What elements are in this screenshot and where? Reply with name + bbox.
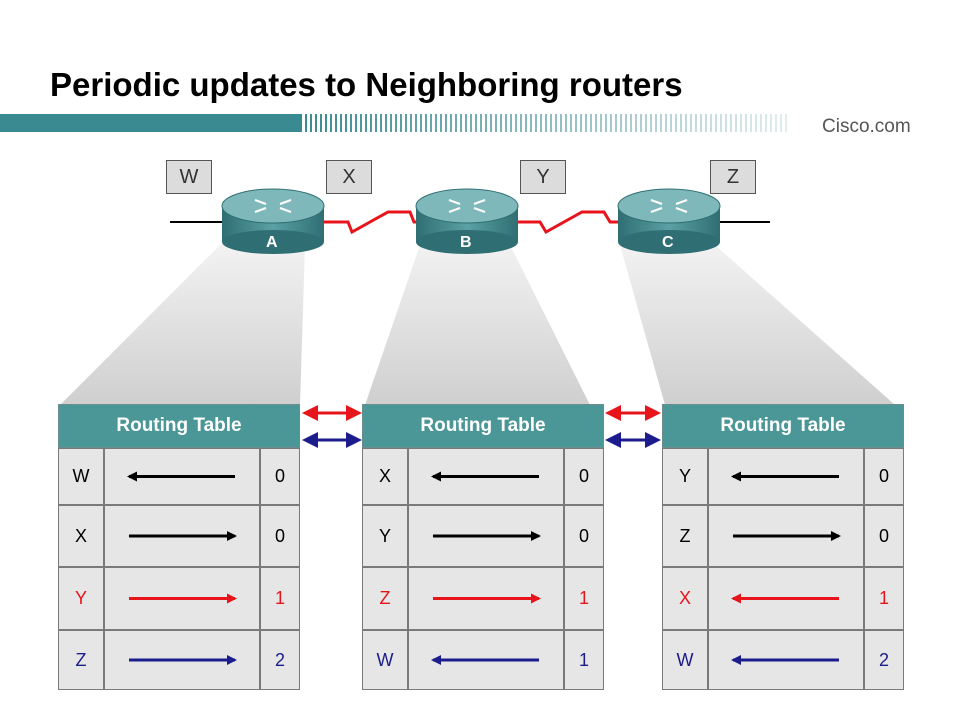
network-w-label: W — [166, 160, 212, 194]
route-hop-count: 0 — [260, 505, 300, 567]
route-network: X — [58, 505, 104, 567]
router-a-label: A — [266, 234, 278, 251]
router-a — [221, 188, 325, 254]
router-b — [415, 188, 519, 254]
route-network: Y — [662, 448, 708, 505]
route-network: W — [662, 630, 708, 690]
route-direction-cell — [408, 630, 564, 690]
route-network: Z — [662, 505, 708, 567]
routing-table-header-a: Routing Table — [58, 404, 300, 448]
brand-logo: Cisco.com — [822, 116, 911, 137]
route-direction-cell — [104, 630, 260, 690]
route-hop-count: 1 — [564, 630, 604, 690]
update-arrow-red-ab — [302, 405, 362, 421]
route-network: W — [58, 448, 104, 505]
route-network: Y — [58, 567, 104, 630]
route-network: X — [362, 448, 408, 505]
route-direction-cell — [104, 567, 260, 630]
beam-router-c — [620, 245, 895, 405]
route-network: Z — [58, 630, 104, 690]
route-hop-count: 2 — [260, 630, 300, 690]
network-x-label: X — [326, 160, 372, 194]
route-hop-count: 1 — [864, 567, 904, 630]
route-network: W — [362, 630, 408, 690]
update-arrow-blue-ab — [302, 432, 362, 448]
router-c — [617, 188, 721, 254]
route-direction-cell — [104, 505, 260, 567]
route-hop-count: 0 — [564, 505, 604, 567]
route-hop-count: 0 — [260, 448, 300, 505]
header-band-lines — [300, 114, 790, 132]
route-network: Z — [362, 567, 408, 630]
route-direction-cell — [708, 448, 864, 505]
route-hop-count: 0 — [864, 448, 904, 505]
serial-link-a-b — [324, 210, 418, 235]
route-hop-count: 0 — [564, 448, 604, 505]
route-direction-cell — [408, 567, 564, 630]
beam-router-a — [60, 245, 305, 405]
route-hop-count: 2 — [864, 630, 904, 690]
route-network: X — [662, 567, 708, 630]
update-arrow-blue-bc — [605, 432, 661, 448]
route-direction-cell — [408, 448, 564, 505]
route-network: Y — [362, 505, 408, 567]
route-direction-cell — [708, 630, 864, 690]
routing-table-header-b: Routing Table — [362, 404, 604, 448]
beam-router-b — [365, 245, 590, 405]
serial-link-b-c — [518, 210, 618, 235]
route-direction-cell — [104, 448, 260, 505]
header-band — [0, 114, 300, 132]
network-y-label: Y — [520, 160, 566, 194]
route-direction-cell — [408, 505, 564, 567]
router-b-label: B — [460, 234, 472, 251]
network-z-label: Z — [710, 160, 756, 194]
router-c-label: C — [662, 234, 674, 251]
route-hop-count: 1 — [564, 567, 604, 630]
page-title: Periodic updates to Neighboring routers — [50, 66, 683, 103]
route-direction-cell — [708, 505, 864, 567]
route-direction-cell — [708, 567, 864, 630]
route-hop-count: 0 — [864, 505, 904, 567]
routing-table-header-c: Routing Table — [662, 404, 904, 448]
update-arrow-red-bc — [605, 405, 661, 421]
route-hop-count: 1 — [260, 567, 300, 630]
